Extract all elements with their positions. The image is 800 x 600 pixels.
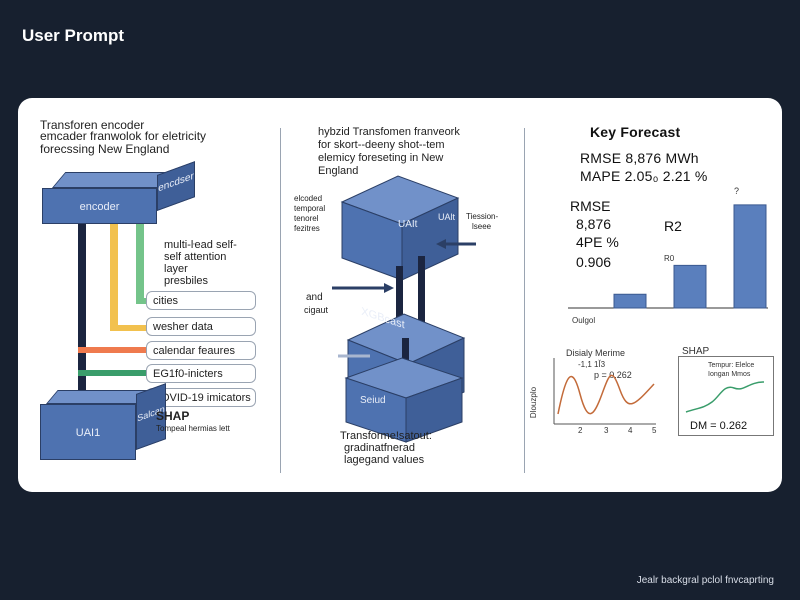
r2-value: 0.906: [576, 254, 612, 270]
middle-title-line-3: elemicy foreseting in New: [318, 152, 444, 164]
bottom-cube: [344, 338, 464, 443]
mini-left-tick-2: 3: [604, 426, 609, 435]
arrowhead-left-top: [384, 283, 394, 293]
green2-connector: [78, 370, 150, 376]
left-title-line-1: Transforen encoder: [40, 118, 145, 132]
attention-line-2: self attention: [164, 251, 227, 263]
footer-caption: Jealr backgral pclol fnvcaprting: [636, 575, 774, 586]
rmse-line: RMSE 8,876 MWh: [580, 150, 699, 166]
r2-label: R2: [664, 218, 682, 234]
page-title: User Prompt: [22, 26, 125, 45]
bar-label-r0: R0: [664, 254, 675, 263]
output-label: cigaut: [304, 305, 329, 315]
mini-right-plot: [678, 356, 774, 436]
kpi-bar-1: [613, 293, 647, 309]
mini-left-sub: -1,1 1Ǐ3: [578, 360, 606, 369]
session-label-2: lseee: [472, 222, 492, 231]
orange-connector: [78, 347, 150, 353]
question-mark: ?: [734, 186, 740, 196]
and-label: and: [306, 292, 323, 303]
output-text-2: gradinatfnerad: [344, 442, 415, 454]
middle-title-line-2: for skort--deeny shot--tem: [318, 139, 445, 151]
feature-box-eg: EG1f0-inicters: [146, 364, 256, 383]
mini-right-title: SHAP: [682, 346, 710, 357]
left-title-line-3: forecssing New England: [40, 142, 170, 156]
navy-pipeline-bar: [78, 208, 86, 398]
attention-line-3: layer: [164, 263, 188, 275]
kpi-bar-chart: [568, 204, 768, 309]
top-cube-side-label: UAlt: [438, 212, 456, 222]
green-pipeline-bar: [136, 208, 144, 300]
bottom-cube-side: [405, 377, 463, 443]
attention-line-4: presbiles: [164, 275, 209, 287]
infographic-card: Transforen encoder emcader franwolok for…: [18, 98, 782, 492]
middle-title-line-4: England: [318, 165, 359, 177]
session-label-1: Tiession-: [466, 212, 499, 221]
bottom-block-front: UAI1: [40, 404, 136, 460]
output-text-1: Transforme!satout:: [340, 430, 432, 442]
green-connector: [136, 298, 150, 304]
encoder-block-side: encdser: [157, 161, 195, 211]
mini-left-title: Disialy Merime: [566, 348, 626, 358]
encoded-label-2: temporal: [294, 204, 326, 213]
rmse-value: 8,876: [576, 216, 612, 232]
mape-line: MAPE 2.05₀ 2.21 %: [580, 168, 708, 184]
feature-box-weather: wesher data: [146, 317, 256, 336]
divider-left: [280, 128, 281, 473]
rmse-label: RMSE: [570, 198, 611, 214]
bottom-connector-bar: [402, 338, 409, 372]
encoder-block-front: encoder: [42, 188, 157, 224]
mini-left-tick-3: 4: [628, 426, 633, 435]
connector-bar-1: [396, 266, 403, 346]
attention-line-1: multi-ŀead self-: [164, 239, 237, 251]
connector-bar-2: [418, 256, 425, 346]
bottom-cube-label: Seiud: [360, 395, 386, 406]
kpi-bar-3: [733, 204, 767, 309]
mini-left-ylabel: Dlouzplo: [529, 386, 539, 419]
mini-right-pval: DM = 0.262: [690, 420, 748, 432]
mini-right-curve: [685, 381, 765, 413]
key-forecast-title: Key Forecast: [590, 124, 681, 140]
encoded-label-3: tenorel: [294, 214, 319, 223]
feature-box-covid: COVID-19 imicators: [146, 388, 256, 407]
ape-label: 4PE %: [576, 234, 619, 250]
mini-left-plot: [553, 358, 656, 425]
kpi-bar-2: [673, 264, 707, 309]
yellow-pipeline-bar: [110, 208, 118, 328]
feature-box-cities: cities: [146, 291, 256, 310]
feature-box-calendar: calendar feaures: [146, 341, 256, 360]
divider-right: [524, 128, 525, 473]
arrowhead-right-top: [436, 239, 446, 249]
output-text-3: lagegand values: [344, 454, 425, 466]
mini-right-sub-1: Tempur: Elelce: [708, 362, 755, 369]
shap-subtitle: Tompeal hermias lett: [156, 424, 230, 433]
chart-xlabel: Oulgol: [572, 316, 596, 325]
mini-left-tick-4: 5: [652, 426, 657, 435]
mini-left-tick-1: 2: [578, 426, 583, 435]
left-title-line-2: emcader franwolok for eletricity: [40, 129, 207, 143]
mini-left-curve: [557, 374, 655, 415]
shap-title: SHAP: [156, 409, 190, 423]
mini-right-sub-2: Iongan Mmos: [708, 371, 751, 378]
yellow-connector: [110, 325, 150, 331]
encoded-label-1: elcoded: [294, 194, 323, 203]
top-cube-label: UAIt: [398, 219, 418, 230]
middle-title-line-1: hybzid Transfomen franveork: [318, 126, 460, 138]
encoded-label-4: fezitres: [294, 224, 320, 233]
top-cube-side: [401, 197, 459, 281]
